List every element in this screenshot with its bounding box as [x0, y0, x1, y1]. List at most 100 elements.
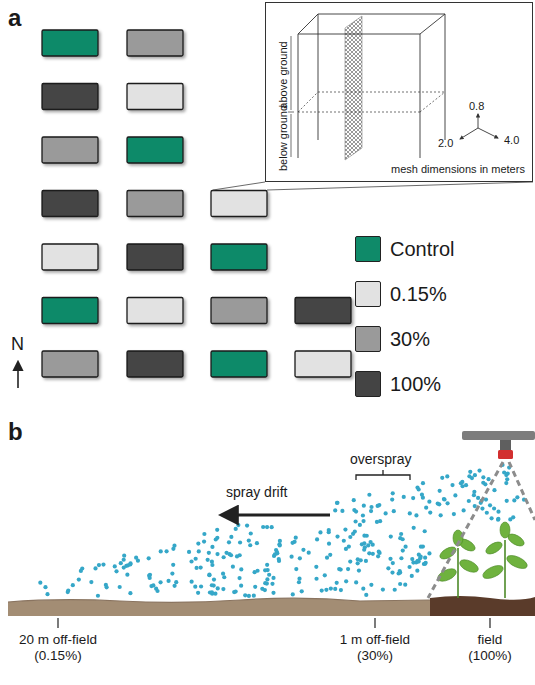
droplet	[247, 538, 251, 542]
droplet	[445, 501, 449, 505]
plot	[42, 298, 98, 324]
droplet	[227, 540, 231, 544]
droplet	[421, 481, 425, 485]
inset-label: above ground	[277, 41, 290, 108]
inset-label: 0.8	[469, 100, 484, 113]
droplet	[391, 561, 395, 565]
droplet	[194, 566, 198, 570]
droplet	[327, 530, 331, 534]
droplet	[171, 563, 175, 567]
droplet	[229, 535, 233, 539]
droplet	[128, 561, 132, 565]
droplet	[325, 556, 329, 560]
droplet	[196, 541, 200, 545]
droplet	[492, 506, 496, 510]
droplet	[213, 592, 217, 596]
droplet	[210, 545, 214, 549]
droplet	[399, 556, 403, 560]
droplet	[71, 583, 75, 587]
droplet	[362, 534, 366, 538]
droplet	[222, 575, 226, 579]
plot	[295, 298, 351, 324]
droplet	[291, 592, 295, 596]
distance-label: field (100%)	[460, 632, 520, 663]
droplet	[294, 567, 298, 571]
droplet	[231, 565, 235, 569]
droplet	[89, 580, 93, 584]
droplet	[453, 493, 457, 497]
droplet	[398, 536, 402, 540]
droplet	[265, 525, 269, 529]
droplet	[417, 559, 421, 563]
droplet	[234, 589, 238, 593]
droplet	[314, 577, 318, 581]
droplet	[403, 583, 407, 587]
droplet	[358, 523, 362, 527]
droplet	[252, 594, 256, 598]
droplet	[328, 553, 332, 557]
droplet	[96, 594, 100, 598]
droplet	[361, 587, 365, 591]
droplet	[398, 570, 402, 574]
droplet	[488, 503, 492, 507]
droplet	[229, 553, 233, 557]
plot	[42, 137, 98, 163]
plot	[127, 30, 183, 56]
droplet	[505, 477, 509, 481]
droplet	[119, 561, 123, 565]
droplet	[97, 563, 101, 567]
droplet	[323, 573, 327, 577]
north-arrow	[17, 362, 19, 388]
droplet	[298, 556, 302, 560]
droplet	[415, 485, 419, 489]
droplet	[260, 587, 264, 591]
droplet	[421, 496, 425, 500]
droplet	[364, 559, 368, 563]
droplet	[234, 527, 238, 531]
droplet	[369, 505, 373, 509]
droplet	[290, 541, 294, 545]
inset-label: 4.0	[504, 134, 519, 147]
droplet	[202, 532, 206, 536]
plot	[211, 191, 267, 217]
droplet	[207, 551, 211, 555]
droplet	[105, 585, 109, 589]
droplet	[265, 577, 269, 581]
droplet	[277, 557, 281, 561]
droplet	[512, 498, 516, 502]
droplet	[439, 513, 443, 517]
plot	[127, 298, 183, 324]
droplet	[174, 580, 178, 584]
droplet	[297, 580, 301, 584]
droplet	[398, 582, 402, 586]
droplet	[335, 501, 339, 505]
droplet	[278, 543, 282, 547]
drift-label: spray drift	[226, 484, 287, 500]
droplet	[238, 540, 242, 544]
plot	[42, 351, 98, 377]
droplet	[193, 585, 197, 589]
droplet	[428, 510, 432, 514]
inset-box: above groundbelow ground2.00.84.0mesh di…	[265, 2, 533, 182]
droplet	[273, 552, 277, 556]
droplet	[376, 554, 380, 558]
droplet	[222, 555, 226, 559]
droplet	[393, 588, 397, 592]
droplet	[114, 569, 118, 573]
overspray-bracket	[356, 470, 410, 480]
droplet	[43, 585, 47, 589]
droplet	[384, 511, 388, 515]
droplet	[462, 508, 466, 512]
droplet	[267, 573, 271, 577]
droplet	[464, 483, 468, 487]
droplet	[255, 569, 259, 573]
droplet	[221, 572, 225, 576]
droplet	[122, 558, 126, 562]
droplet	[270, 525, 274, 529]
droplet	[481, 481, 485, 485]
droplet	[436, 501, 440, 505]
droplet	[354, 519, 358, 523]
droplet	[377, 550, 381, 554]
droplet	[391, 491, 395, 495]
droplet	[412, 526, 416, 530]
